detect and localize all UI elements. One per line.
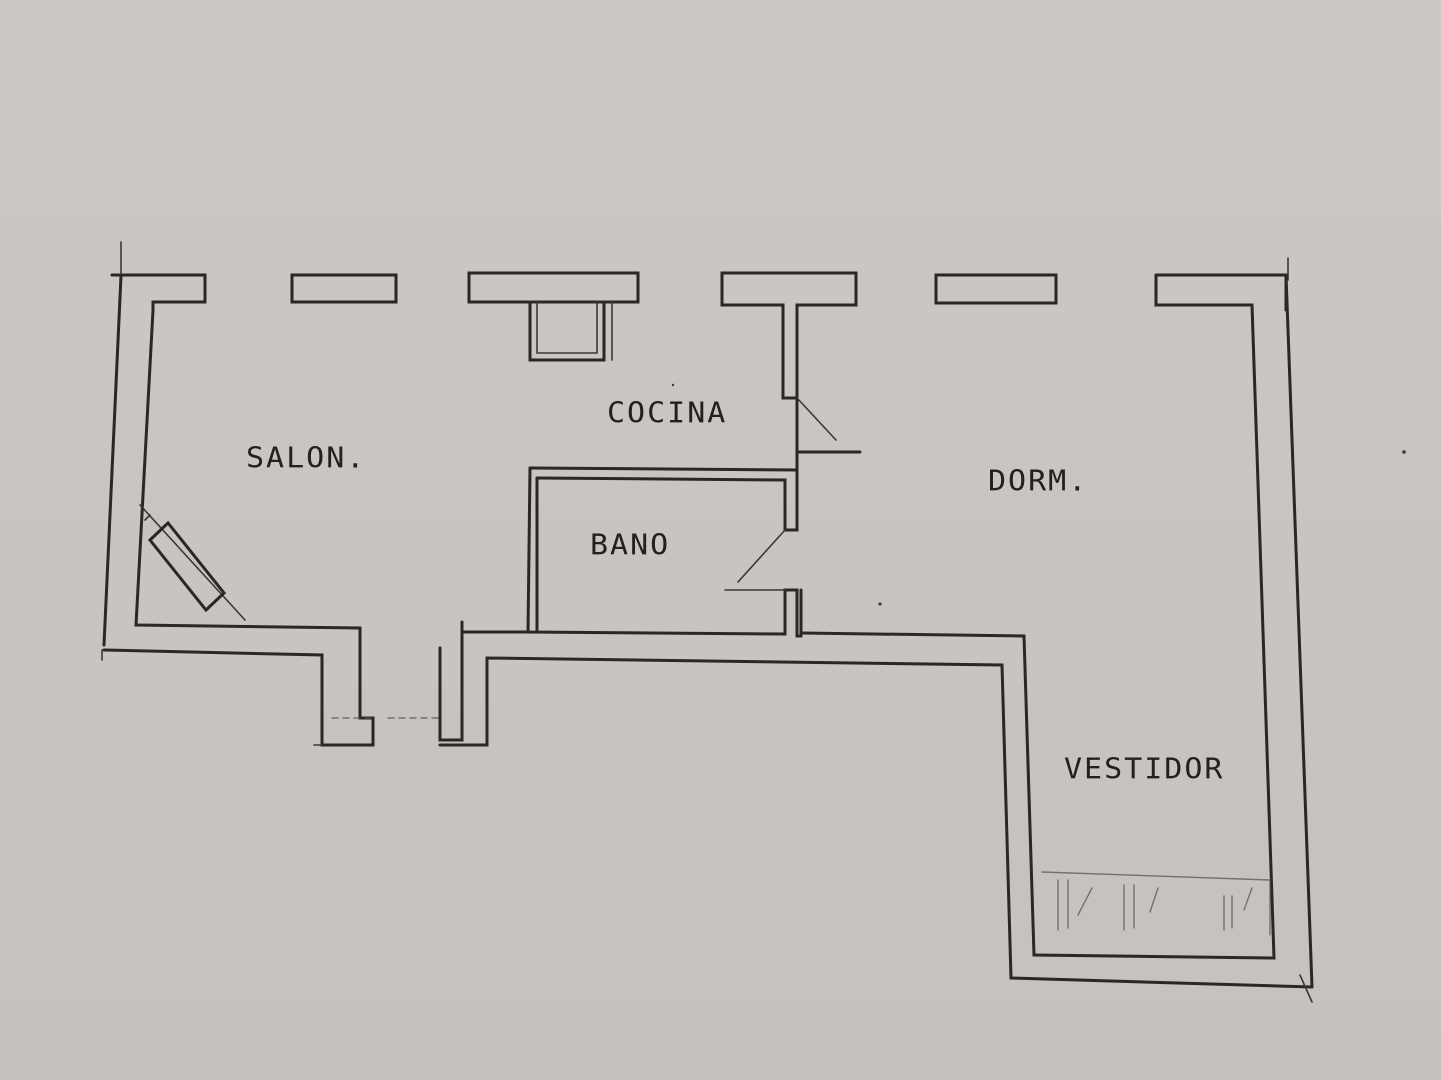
room-label-dorm: DORM. — [988, 464, 1089, 499]
pencil-specks — [671, 383, 1406, 606]
facade-segment-5 — [934, 273, 1058, 305]
room-label-bano: BANO — [590, 528, 671, 563]
room-label-vestidor: VESTIDOR — [1064, 752, 1225, 787]
room-label-salon: SALON. — [246, 441, 367, 476]
wardrobe — [1041, 871, 1271, 936]
facade-segment-4 — [720, 271, 858, 400]
facade-wall — [110, 241, 1289, 400]
bathroom-walls — [526, 396, 862, 638]
left-wall — [101, 274, 375, 747]
kitchen-niche — [528, 300, 613, 362]
corner-shelf — [139, 504, 246, 621]
facade-segment-1 — [110, 273, 207, 312]
room-label-cocina: COCINA — [607, 396, 728, 431]
facade-segment-2 — [290, 273, 398, 304]
corridor-wall — [438, 273, 1314, 1003]
facade-segment-3 — [467, 271, 640, 304]
door-swings — [724, 397, 837, 591]
